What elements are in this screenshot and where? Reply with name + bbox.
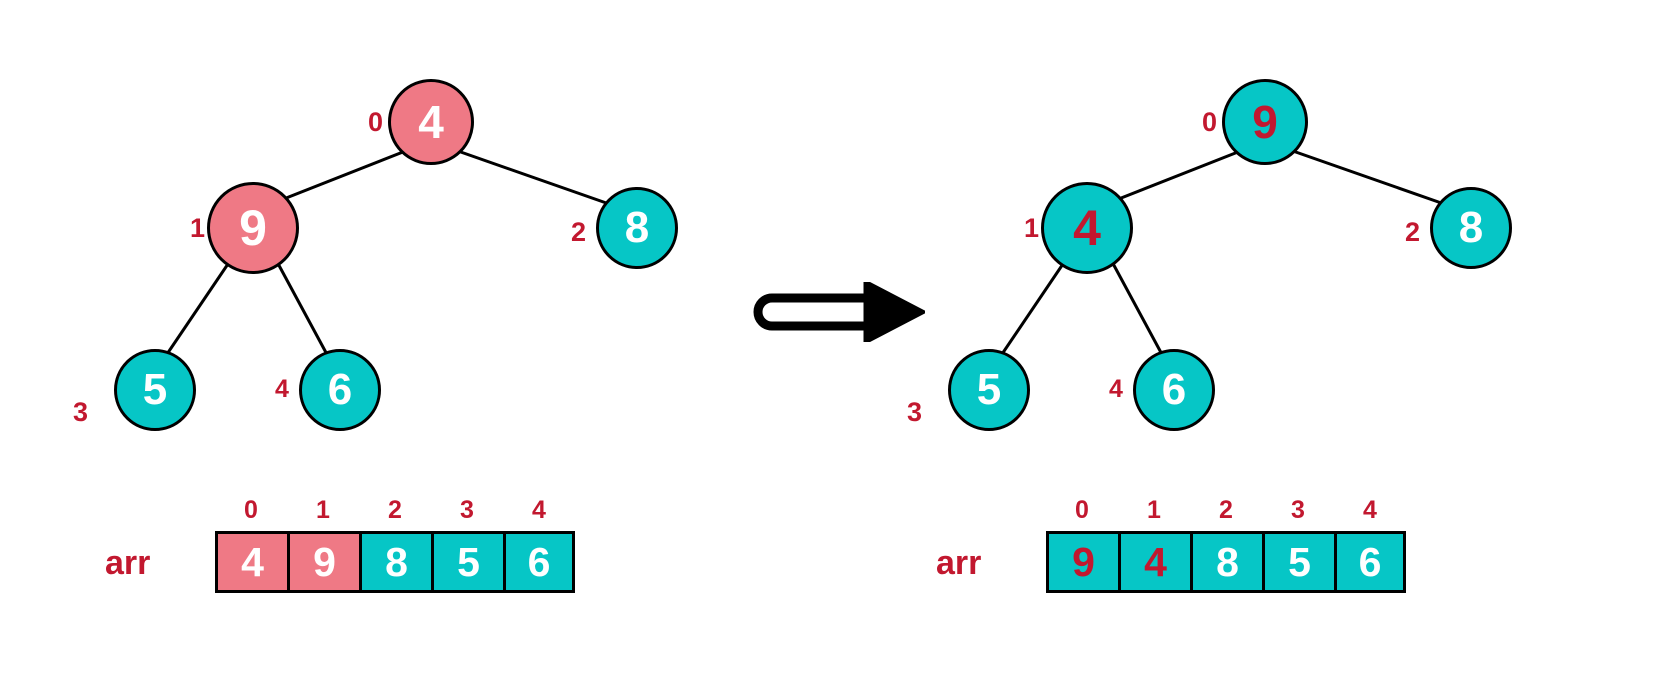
tree-node-index-1: 1 [190, 212, 206, 243]
tree-node-value: 6 [1161, 365, 1187, 414]
tree-node-1: 4 [1041, 182, 1133, 274]
tree-node-4: 6 [299, 349, 381, 431]
tree-node-index-1: 1 [1024, 212, 1040, 243]
array-index-1: 1 [1147, 496, 1161, 524]
array-index-0: 0 [1075, 496, 1089, 524]
tree-node-2: 8 [1430, 187, 1512, 269]
tree-node-2: 8 [596, 187, 678, 269]
tree-node-value: 8 [624, 203, 650, 252]
array-name-label: arr [936, 544, 982, 582]
tree-node-0: 9 [1222, 79, 1308, 165]
array-index-1: 1 [316, 496, 330, 524]
tree-node-index-0: 0 [368, 106, 384, 137]
tree-node-index-3: 3 [907, 396, 923, 427]
tree-node-1: 9 [207, 182, 299, 274]
tree-node-value: 4 [418, 96, 444, 148]
array-index-0: 0 [244, 496, 258, 524]
array-index-3: 3 [460, 496, 474, 524]
tree-node-value: 6 [327, 365, 353, 414]
array-index-4: 4 [1363, 496, 1377, 524]
tree-node-value: 9 [1252, 96, 1278, 148]
tree-node-index-0: 0 [1202, 106, 1218, 137]
array-index-2: 2 [1219, 496, 1233, 524]
tree-node-index-3: 3 [73, 396, 89, 427]
array-index-3: 3 [1291, 496, 1305, 524]
tree-node-0: 4 [388, 79, 474, 165]
tree-node-value: 9 [239, 200, 267, 256]
tree-node-value: 5 [142, 365, 168, 414]
tree-node-4: 6 [1133, 349, 1215, 431]
tree-node-value: 8 [1458, 203, 1484, 252]
tree-node-index-4: 4 [275, 374, 289, 403]
array-index-2: 2 [388, 496, 402, 524]
tree-node-value: 4 [1073, 200, 1101, 256]
tree-node-3: 5 [948, 349, 1030, 431]
tree-node-3: 5 [114, 349, 196, 431]
tree-node-index-2: 2 [1405, 216, 1421, 247]
tree-node-value: 5 [976, 365, 1002, 414]
array-name-label: arr [105, 544, 151, 582]
tree-node-index-4: 4 [1109, 374, 1123, 403]
array-index-4: 4 [532, 496, 546, 524]
transform-arrow-icon [753, 282, 925, 342]
tree-node-index-2: 2 [571, 216, 587, 247]
